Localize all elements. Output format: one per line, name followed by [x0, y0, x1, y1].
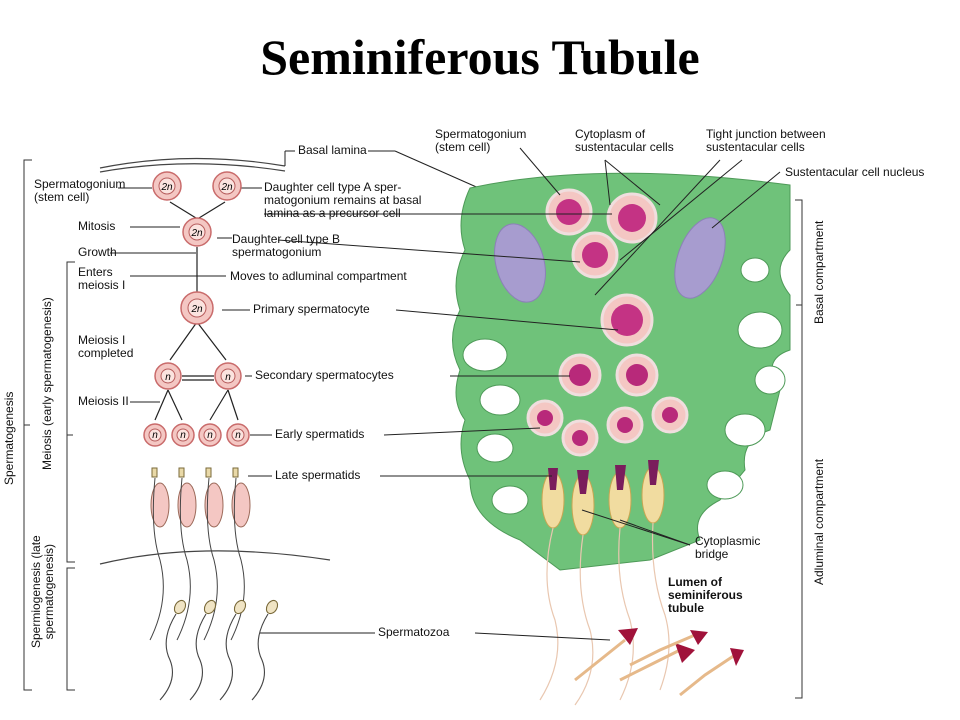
label-growth: Growth — [78, 245, 117, 259]
early-spermatid-cell-1: n — [143, 423, 167, 447]
spermatozoon-2 — [189, 599, 217, 701]
late-spermatid-2 — [176, 467, 197, 641]
label-secondary-spermatocytes: Secondary spermatocytes — [255, 368, 394, 382]
label-basal-lamina: Basal lamina — [298, 143, 367, 157]
early-spermatid-cell-2: n — [171, 423, 195, 447]
label-meiosis1-completed: Meiosis I completed — [78, 333, 134, 360]
right-leader-lines — [264, 147, 781, 641]
late-spermatid-3 — [203, 467, 224, 641]
basal-lamina-lines — [99, 157, 331, 565]
lineage-arrows — [154, 201, 239, 421]
svg-text:n: n — [165, 372, 171, 383]
svg-text:2n: 2n — [190, 228, 203, 239]
tissue-germ-cells — [526, 188, 689, 457]
spermatozoon-1 — [159, 599, 187, 701]
secondary-spermatocyte-cell-n-1: n — [154, 362, 182, 390]
svg-text:n: n — [235, 430, 241, 441]
svg-text:n: n — [225, 372, 231, 383]
daughter-a-cell-2n: 2n — [212, 171, 242, 201]
spermatozoon-3 — [219, 599, 247, 701]
early-spermatid-cell-3: n — [198, 423, 222, 447]
sustentacular-nuclei — [494, 217, 726, 303]
label-daughter-a: Daughter cell type A sper- matogonium re… — [264, 180, 422, 220]
late-spermatid-4 — [230, 467, 251, 641]
svg-text:n: n — [152, 430, 158, 441]
stem-cell-2n: 2n — [152, 171, 182, 201]
svg-text:n: n — [180, 430, 186, 441]
vlabel-adluminal-compartment: Adluminal compartment — [812, 458, 826, 585]
label-cytoplasm: Cytoplasm of sustentacular cells — [575, 127, 674, 154]
daughter-b-cell-2n: 2n — [182, 217, 212, 247]
vlabel-spermatogenesis: Spermatogenesis — [2, 391, 16, 485]
label-spermatogonium-stem-right: Spermatogonium (stem cell) — [435, 127, 527, 154]
left-spermatozoa — [159, 599, 279, 701]
right-brackets — [795, 199, 803, 699]
left-brackets — [23, 159, 75, 691]
label-spermatogonium-stem-left: Spermatogonium (stem cell) — [34, 177, 126, 204]
svg-text:2n: 2n — [190, 304, 203, 315]
vlabel-meiosis: Meiosis (early spermatogenesis) — [40, 297, 54, 470]
vlabel-spermiogenesis: Spermiogenesis (late spermatogenesis) — [29, 535, 56, 648]
label-mitosis: Mitosis — [78, 219, 116, 233]
tissue-holes — [462, 257, 786, 515]
secondary-spermatocyte-cell-n-2: n — [214, 362, 242, 390]
left-late-spermatids — [149, 467, 251, 641]
label-sustentacular-nucleus: Sustentacular cell nucleus — [785, 165, 925, 179]
label-lumen: Lumen of seminiferous tubule — [668, 575, 743, 615]
left-leader-lines — [110, 150, 491, 634]
spermatozoon-4 — [251, 599, 279, 701]
label-late-spermatids: Late spermatids — [275, 468, 361, 482]
label-primary-spermatocyte: Primary spermatocyte — [253, 302, 370, 316]
label-daughter-b: Daughter cell type B spermatogonium — [232, 232, 341, 259]
svg-text:2n: 2n — [160, 182, 173, 193]
label-cytoplasmic-bridge: Cytoplasmic bridge — [695, 534, 761, 561]
left-cells: 2n 2n 2n 2n n n n — [143, 171, 250, 447]
tissue-late-spermatids — [541, 460, 665, 536]
page-title: Seminiferous Tubule — [260, 29, 700, 85]
lumen-spermatozoa — [574, 628, 744, 697]
svg-text:n: n — [207, 430, 213, 441]
label-meiosis2: Meiosis II — [78, 394, 129, 408]
label-enters-meiosis: Enters meiosis I — [78, 265, 126, 292]
primary-spermatocyte-cell-2n: 2n — [180, 291, 214, 325]
vlabel-basal-compartment: Basal compartment — [812, 220, 826, 324]
label-tight-junction: Tight junction between sustentacular cel… — [706, 127, 826, 154]
early-spermatid-cell-4: n — [226, 423, 250, 447]
label-early-spermatids: Early spermatids — [275, 427, 365, 441]
late-spermatid-1 — [149, 467, 170, 641]
label-spermatozoa: Spermatozoa — [378, 625, 450, 639]
label-moves-adluminal: Moves to adluminal compartment — [230, 269, 407, 283]
svg-text:2n: 2n — [220, 182, 233, 193]
tubule-tissue — [452, 172, 791, 706]
